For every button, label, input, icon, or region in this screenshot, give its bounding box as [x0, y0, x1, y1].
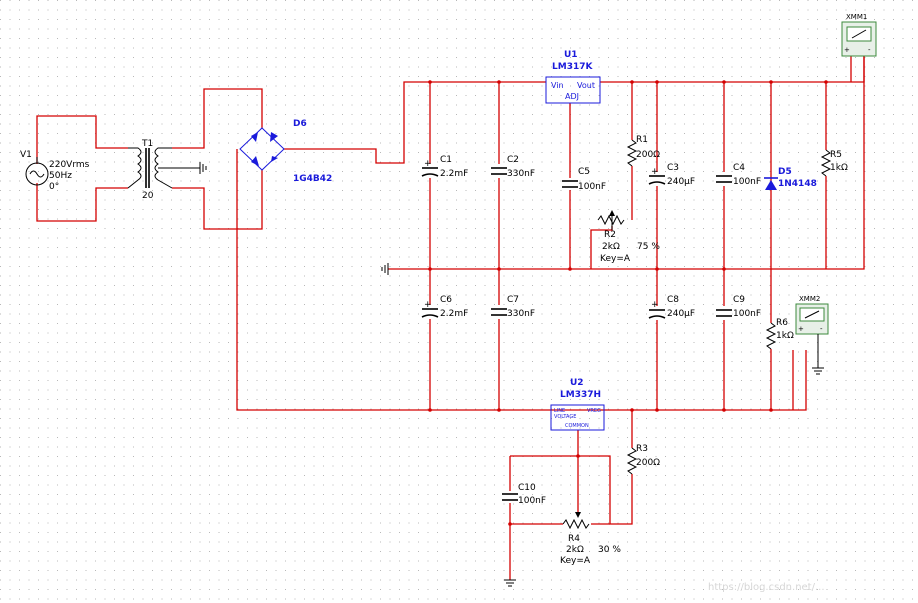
c3-capacitor[interactable]: + C3 240µF: [648, 163, 695, 187]
u2-pin-vreg: VREG: [587, 408, 601, 414]
svg-text:+: +: [844, 46, 850, 54]
r1-resistor[interactable]: R1 200Ω: [626, 135, 660, 167]
ground-symbol-bottom: [504, 579, 516, 587]
d6-ref: D6: [293, 119, 307, 129]
xmm2-ref: XMM2: [799, 295, 820, 303]
v1-ac-source[interactable]: V1 220Vrms 50Hz 0°: [20, 150, 90, 192]
c3-ref: C3: [667, 163, 679, 173]
c8-capacitor[interactable]: + C8 240µF: [648, 295, 695, 320]
u2-ref: U2: [570, 378, 584, 388]
svg-text:+: +: [424, 159, 432, 169]
xmm2-multimeter[interactable]: + - XMM2: [795, 295, 829, 375]
r2-percent: 75 %: [637, 242, 660, 252]
svg-text:+: +: [424, 300, 432, 310]
r5-value: 1kΩ: [830, 163, 848, 173]
u1-regulator[interactable]: Vin Vout ADJ U1 LM317K: [545, 50, 601, 104]
c10-value: 100nF: [518, 496, 546, 506]
r4-key: Key=A: [560, 556, 591, 566]
c7-capacitor[interactable]: C7 330nF: [491, 295, 535, 319]
r4-value: 2kΩ: [566, 545, 584, 555]
c8-ref: C8: [667, 295, 679, 305]
c7-value: 330nF: [507, 309, 535, 319]
r2-potentiometer[interactable]: R2 2kΩ 75 % Key=A: [597, 210, 660, 264]
d6-part: 1G4B42: [293, 174, 332, 184]
v1-phase: 0°: [49, 182, 59, 192]
r1-value: 200Ω: [636, 150, 660, 160]
c1-value: 2.2mF: [440, 169, 468, 179]
svg-text:+: +: [651, 167, 659, 177]
u2-pin-common: COMMON: [565, 423, 589, 429]
r3-ref: R3: [636, 444, 648, 454]
d6-bridge-rectifier[interactable]: D6 1G4B42: [239, 119, 332, 184]
r6-value: 1kΩ: [776, 331, 794, 341]
c4-capacitor[interactable]: C4 100nF: [716, 163, 761, 187]
d5-part: 1N4148: [778, 179, 817, 189]
junctions: [428, 80, 828, 526]
u1-ref: U1: [564, 50, 578, 60]
r3-value: 200Ω: [636, 458, 660, 468]
d5-ref: D5: [778, 167, 792, 177]
svg-text:+: +: [798, 325, 804, 333]
svg-text:-: -: [868, 46, 871, 54]
d5-diode[interactable]: D5 1N4148: [764, 167, 817, 190]
r1-ref: R1: [636, 135, 648, 145]
xmm1-multimeter[interactable]: + - XMM1: [841, 13, 877, 57]
c5-value: 100nF: [578, 182, 606, 192]
c2-value: 330nF: [507, 169, 535, 179]
c5-capacitor[interactable]: C5 100nF: [562, 167, 606, 192]
v1-voltage: 220Vrms: [49, 160, 90, 170]
watermark: https://blog.csdn.net/...: [708, 582, 825, 593]
c2-capacitor[interactable]: C2 330nF: [491, 155, 535, 179]
c8-value: 240µF: [667, 309, 695, 319]
c2-ref: C2: [507, 155, 519, 165]
c10-capacitor[interactable]: C10 100nF: [502, 483, 546, 506]
c9-ref: C9: [733, 295, 745, 305]
c6-value: 2.2mF: [440, 309, 468, 319]
r4-ref: R4: [568, 534, 580, 544]
u2-pin-voltage: VOLTAGE: [554, 414, 576, 420]
r3-resistor[interactable]: R3 200Ω: [626, 444, 660, 475]
c4-value: 100nF: [733, 177, 761, 187]
c1-ref: C1: [440, 155, 452, 165]
r4-percent: 30 %: [598, 545, 621, 555]
r6-resistor[interactable]: R6 1kΩ: [765, 318, 794, 350]
u2-regulator[interactable]: LINE VOLTAGE VREG COMMON U2 LM337H: [550, 378, 605, 431]
c1-capacitor[interactable]: + C1 2.2mF: [421, 155, 468, 179]
v1-frequency: 50Hz: [49, 171, 72, 181]
u1-pin-vout: Vout: [577, 81, 595, 90]
c6-capacitor[interactable]: + C6 2.2mF: [421, 295, 468, 319]
u2-part: LM337H: [560, 390, 601, 400]
t1-ratio: 20: [142, 191, 154, 201]
svg-text:-: -: [820, 325, 823, 333]
v1-ref: V1: [20, 150, 32, 160]
c9-capacitor[interactable]: C9 100nF: [716, 295, 761, 320]
xmm1-ref: XMM1: [846, 13, 867, 21]
c10-ref: C10: [518, 483, 536, 493]
c4-ref: C4: [733, 163, 745, 173]
r6-ref: R6: [776, 318, 788, 328]
r5-ref: R5: [830, 150, 842, 160]
c7-ref: C7: [507, 295, 519, 305]
u1-part: LM317K: [552, 62, 593, 72]
t1-ref: T1: [141, 139, 153, 149]
r2-key: Key=A: [600, 254, 631, 264]
r2-value: 2kΩ: [602, 242, 620, 252]
r2-ref: R2: [604, 230, 616, 240]
c6-ref: C6: [440, 295, 452, 305]
r5-resistor[interactable]: R5 1kΩ: [820, 149, 848, 177]
t1-transformer[interactable]: T1 20: [127, 139, 207, 201]
u1-pin-adj: ADJ: [565, 92, 579, 101]
c9-value: 100nF: [733, 309, 761, 319]
c5-ref: C5: [578, 167, 590, 177]
ground-symbol: [381, 263, 389, 275]
u1-pin-vin: Vin: [551, 81, 564, 90]
u2-pin-line: LINE: [554, 408, 565, 414]
c3-value: 240µF: [667, 177, 695, 187]
r4-potentiometer[interactable]: R4 2kΩ 30 % Key=A: [560, 512, 621, 566]
svg-text:+: +: [651, 300, 659, 310]
